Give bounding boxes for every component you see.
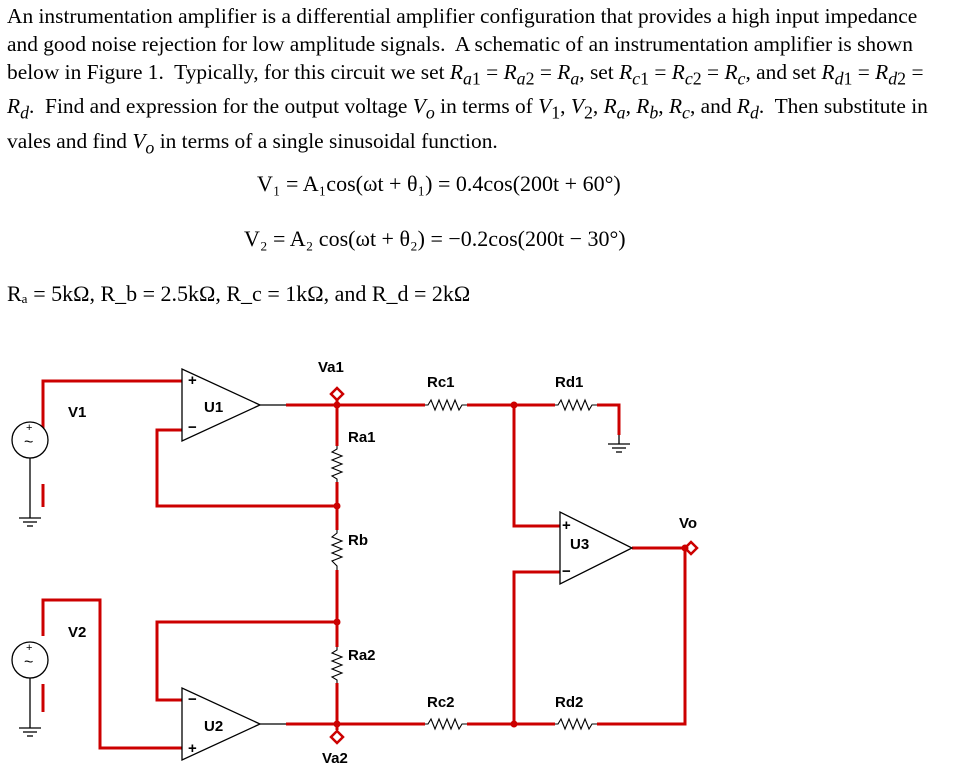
resistor-ra1: Ra1 xyxy=(330,429,376,482)
opamp-u3: + − U3 xyxy=(559,510,634,586)
v1-sine-symbol: ~ xyxy=(24,434,33,451)
ra1-label: Ra1 xyxy=(348,429,376,446)
resistor-ra2: Ra2 xyxy=(330,647,376,683)
u3-minus-sign: − xyxy=(562,563,571,580)
given-values: Rₐ = 5kΩ, R_b = 2.5kΩ, R_c = 1kΩ, and R_… xyxy=(7,281,471,306)
ra2-label: Ra2 xyxy=(348,647,376,664)
va1-label: Va1 xyxy=(318,359,344,376)
u2-minus-sign: − xyxy=(188,691,197,708)
v2-plus-sign: + xyxy=(26,642,32,654)
v1-plus-sign: + xyxy=(26,422,32,434)
resistor-rc2: Rc2 xyxy=(425,694,467,731)
probe-va2: Va2 xyxy=(322,729,348,767)
equation-v2: V₂ = A₂ cos(ωt + θ₂) = −0.2cos(200t − 30… xyxy=(244,226,626,251)
u3-plus-sign: + xyxy=(562,517,571,534)
rc1-label: Rc1 xyxy=(427,374,455,391)
u1-plus-sign: + xyxy=(188,372,197,389)
u1-label: U1 xyxy=(204,399,223,416)
resistor-rd2: Rd2 xyxy=(555,694,597,731)
equation-v1: V₁ = A₁cos(ωt + θ₁) = 0.4cos(200t + 60°) xyxy=(257,171,621,196)
opamp-u2: − + U2 xyxy=(181,686,286,762)
u3-label: U3 xyxy=(570,536,589,553)
voltage-source-v1: + ~ V1 xyxy=(11,404,86,527)
u2-plus-sign: + xyxy=(188,740,197,757)
problem-text: An instrumentation amplifier is a differ… xyxy=(7,2,949,161)
probe-vo: Vo xyxy=(679,515,699,556)
probe-va1: Va1 xyxy=(318,359,345,402)
resistor-rb: Rb xyxy=(330,530,368,570)
problem-paragraph: An instrumentation amplifier is a differ… xyxy=(7,4,928,157)
rb-label: Rb xyxy=(348,532,368,549)
opamp-u1: + − U1 xyxy=(181,367,286,443)
u1-minus-sign: − xyxy=(188,419,197,436)
ground-rd1 xyxy=(607,435,631,453)
va2-label: Va2 xyxy=(322,750,348,767)
rd1-label: Rd1 xyxy=(555,374,583,391)
rc2-label: Rc2 xyxy=(427,694,455,711)
v1-label: V1 xyxy=(68,404,86,421)
u2-label: U2 xyxy=(204,718,223,735)
junction-dots xyxy=(333,401,689,728)
resistor-rc1: Rc1 xyxy=(425,374,467,412)
resistor-rd1: Rd1 xyxy=(555,374,597,412)
vo-label: Vo xyxy=(679,515,697,532)
voltage-source-v2: + ~ V2 xyxy=(11,624,86,737)
v2-label: V2 xyxy=(68,624,86,641)
v2-sine-symbol: ~ xyxy=(24,654,33,671)
rd2-label: Rd2 xyxy=(555,694,583,711)
